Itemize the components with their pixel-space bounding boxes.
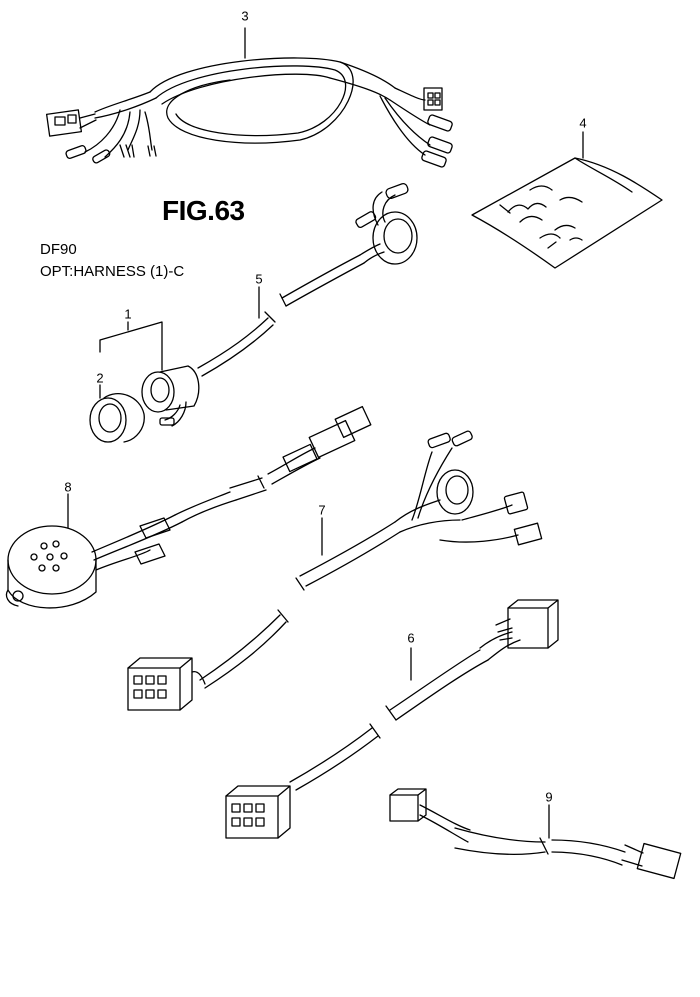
harness-caption: OPT:HARNESS (1)-C — [40, 263, 185, 280]
part-8-harness — [91, 405, 372, 571]
model-label: DF90 — [40, 241, 77, 258]
callout-7: 7 — [318, 502, 326, 518]
part-1-socket — [141, 365, 200, 427]
part-8-buzzer — [5, 493, 97, 609]
callout-9: 9 — [545, 789, 553, 805]
part-6-harness — [225, 599, 559, 839]
figure-title: FIG.63 — [162, 195, 245, 226]
part-9-harness — [389, 788, 682, 880]
callout-5: 5 — [255, 271, 263, 287]
callout-1: 1 — [124, 306, 132, 322]
leader-lines-1-2-5 — [99, 286, 260, 399]
callout-8: 8 — [64, 479, 72, 495]
part-2-socket-cap — [89, 393, 145, 443]
part-5-socket-harness — [197, 183, 418, 377]
callout-2: 2 — [96, 370, 104, 386]
part-3-main-harness — [45, 27, 453, 168]
part-7-harness — [127, 430, 543, 711]
callout-6: 6 — [407, 630, 415, 646]
callout-3: 3 — [241, 8, 249, 24]
part-4-clip-bag — [471, 131, 663, 269]
callout-4: 4 — [579, 115, 587, 131]
